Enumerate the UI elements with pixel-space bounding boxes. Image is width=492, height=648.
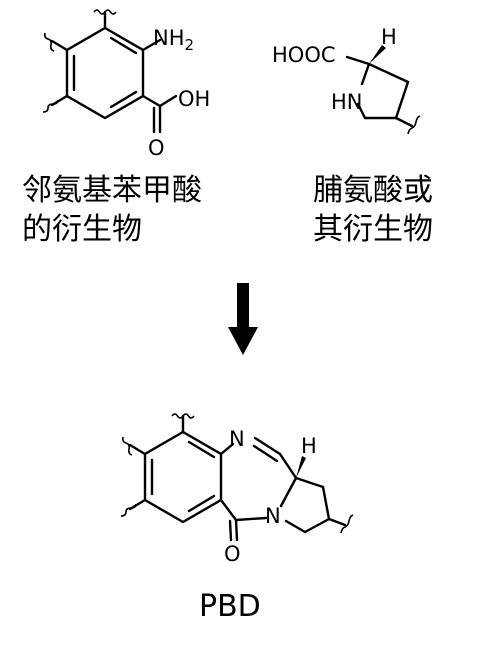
proline-structure: HOOC H HN	[272, 25, 421, 135]
ring-nitrogen-label: N	[265, 504, 281, 528]
pbd-structure: N H N O	[120, 413, 354, 566]
amine-label: NH2	[153, 26, 194, 54]
lactam-oxygen-label: O	[224, 542, 241, 566]
reaction-arrow	[228, 283, 258, 355]
carboxyl-label: HOOC	[272, 43, 336, 67]
ring-nh-label: HN	[331, 90, 363, 114]
product-name: PBD	[199, 589, 261, 624]
alpha-hydrogen-label: H	[381, 25, 397, 49]
imine-nitrogen-label: N	[229, 427, 245, 451]
stereo-hydrogen-label: H	[301, 434, 317, 458]
left-precursor-name-line2: 的衍生物	[22, 212, 142, 247]
left-precursor-name-line1: 邻氨基苯甲酸	[22, 173, 202, 208]
anthranilic-acid-structure: NH2 OH O	[42, 9, 210, 160]
hydroxyl-label: OH	[178, 87, 210, 111]
right-precursor-name-line1: 脯氨酸或	[313, 173, 433, 208]
right-precursor-name-line2: 其衍生物	[313, 212, 433, 247]
carbonyl-oxygen-label: O	[148, 136, 165, 160]
